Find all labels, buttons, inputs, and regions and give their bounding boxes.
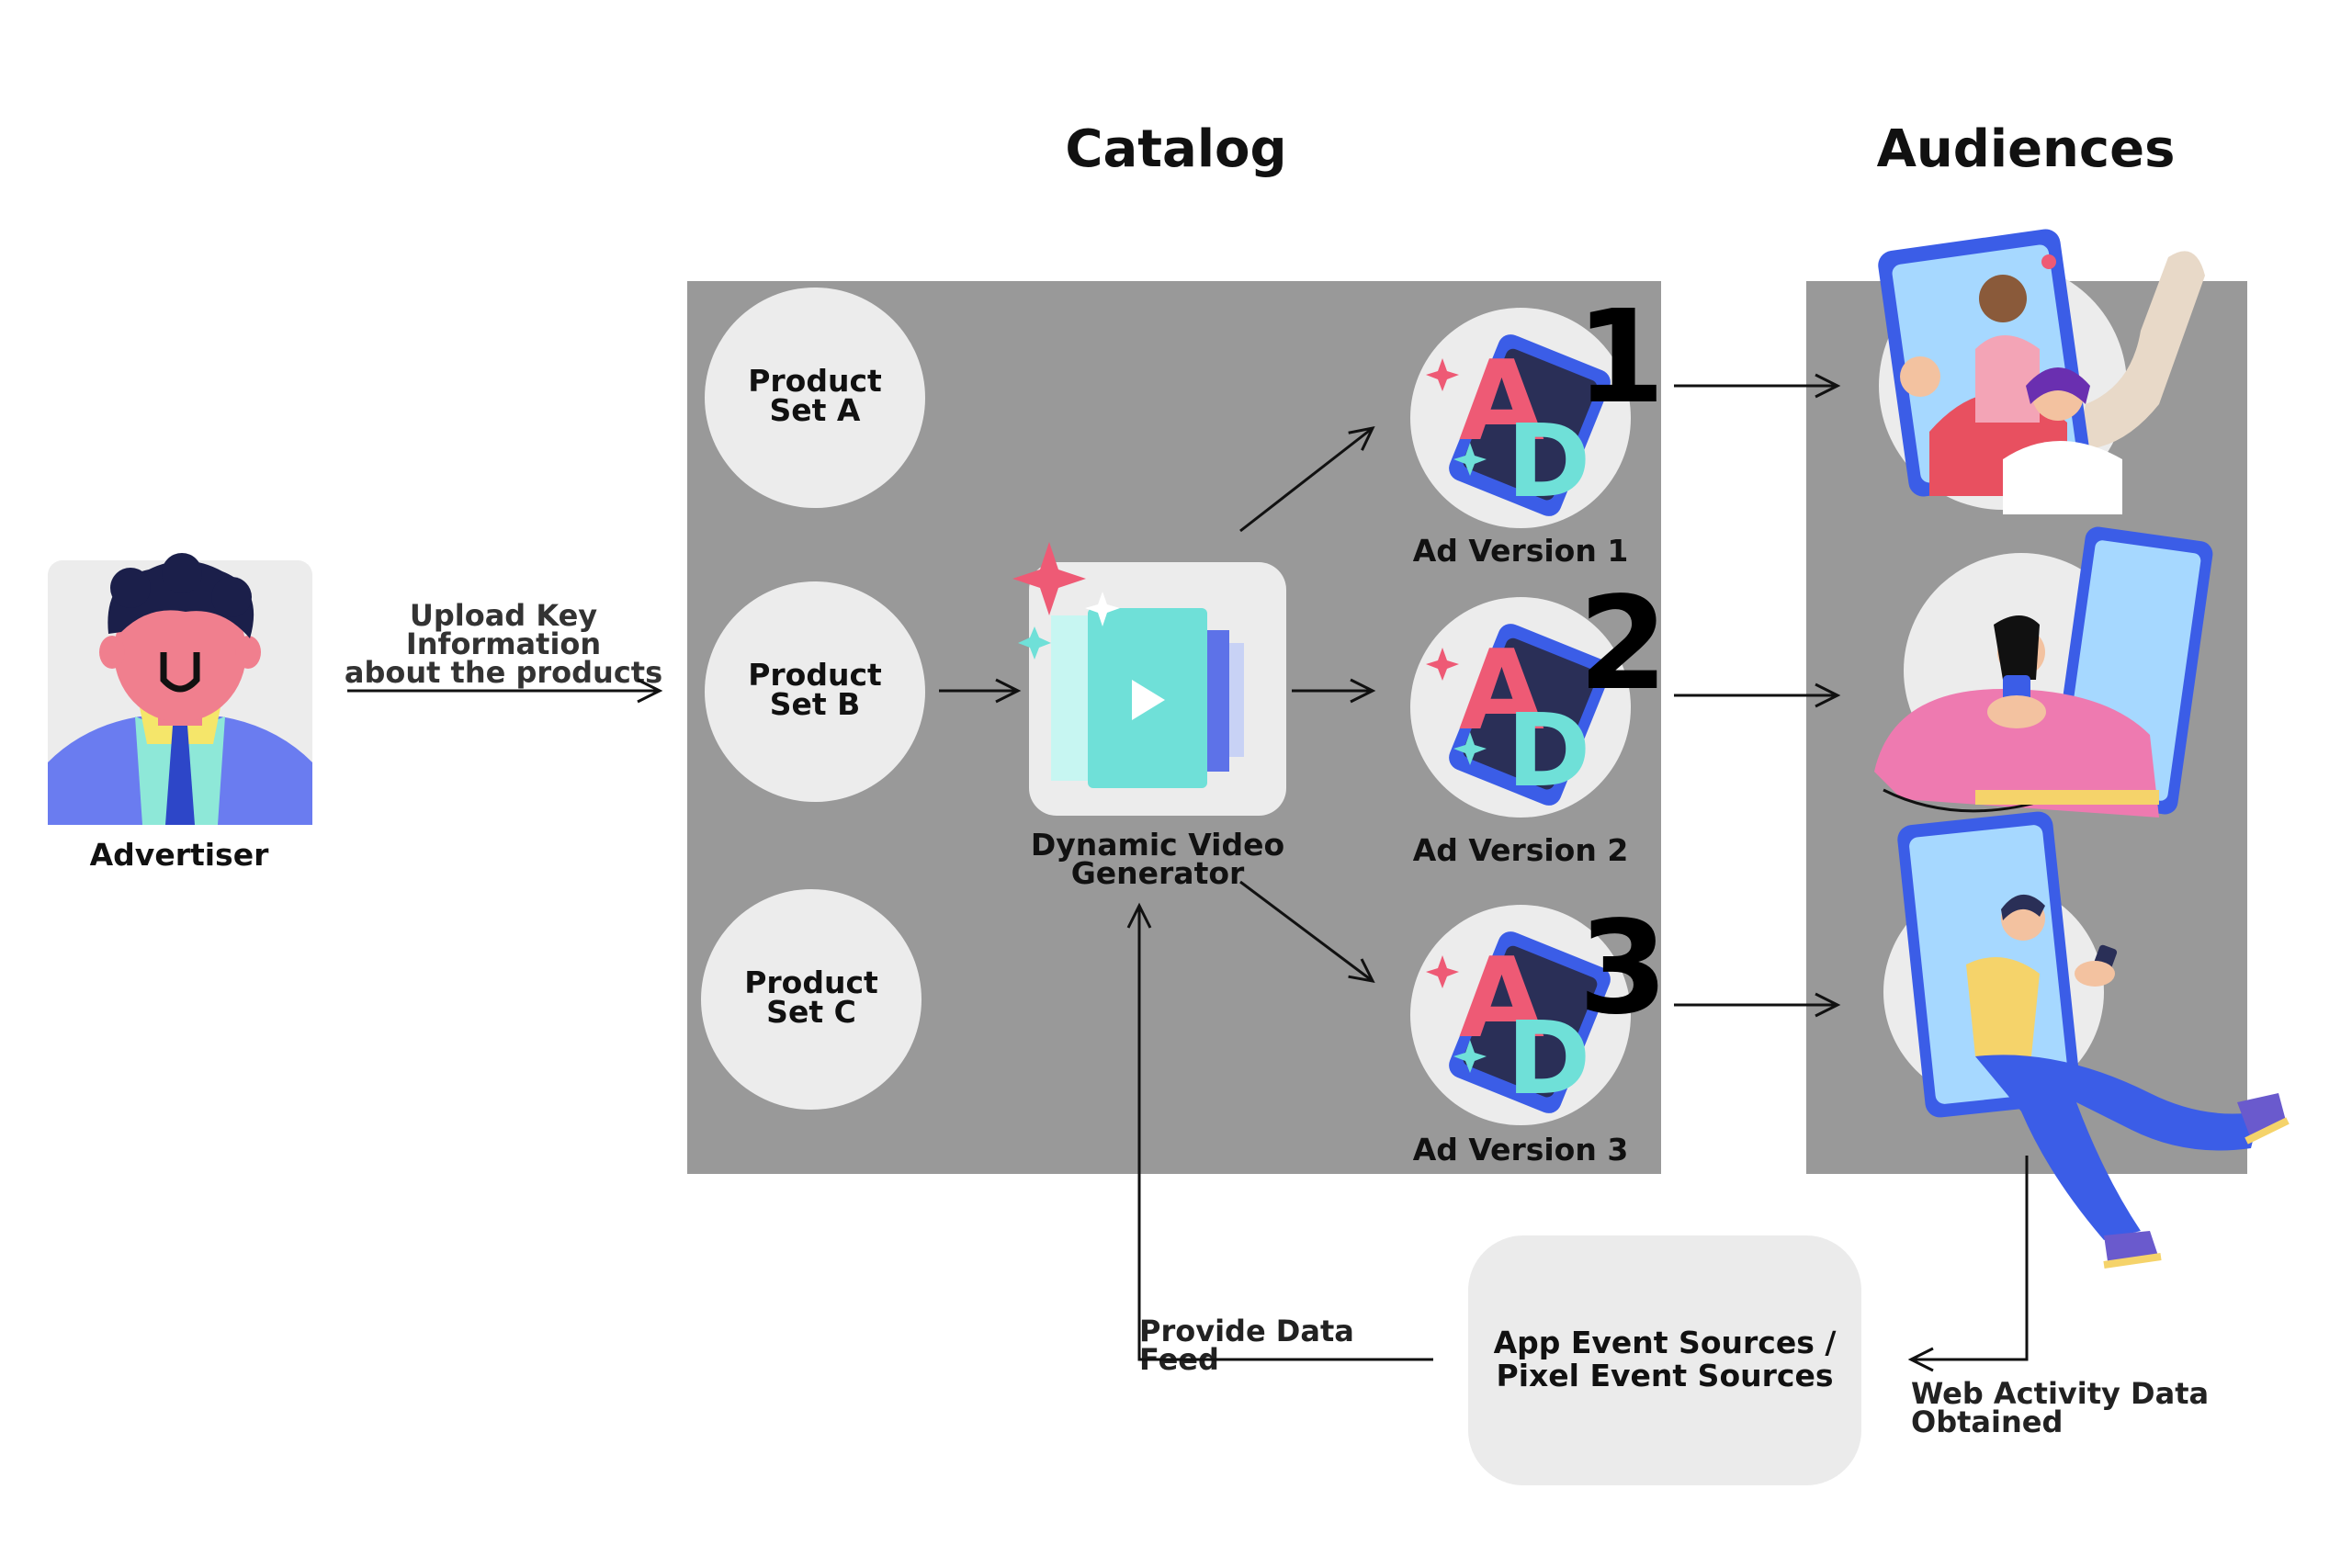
advertiser-label: Advertiser [89,837,269,873]
video-generator-icon [1012,542,1290,818]
svg-text:D: D [1507,692,1590,809]
product-set-a-label: Product Set A [748,363,882,428]
arrow-generator-to-ad3 [1239,880,1375,984]
catalog-heading: Catalog [1065,119,1287,179]
event-sources-box [1468,1235,1861,1485]
web-activity-label: Web Activity Data Obtained [1911,1376,2210,1439]
audience-group-illustration [1865,220,2233,514]
svg-text:D: D [1507,999,1590,1117]
arrow-generator-to-ad1 [1239,425,1375,533]
ad-version-1-number: 1 [1576,283,1666,433]
arrow-web-activity-to-sources [1907,1156,2029,1372]
ad-version-1-label: Ad Version 1 [1412,533,1629,569]
advertiser-avatar [48,553,312,825]
product-set-b-circle [705,581,925,802]
ad-version-2-label: Ad Version 2 [1412,832,1629,868]
ad-version-3-label: Ad Version 3 [1412,1132,1629,1168]
svg-text:D: D [1507,402,1590,520]
svg-text:A: A [1459,935,1544,1063]
ad-version-2-icon: A D [1406,592,1635,822]
audience-seated-user-illustration [1874,808,2290,1286]
product-set-c-circle [701,889,922,1110]
audience-phone-user-illustration [1865,524,2214,836]
product-set-b-label: Product Set B [748,657,882,722]
arrow-data-feed-to-generator [1126,902,1433,1361]
ad-version-3-number: 3 [1578,894,1668,1043]
product-set-c-label: Product Set C [744,964,878,1030]
audiences-heading: Audiences [1876,119,2176,179]
event-sources-label: App Event Sources / Pixel Event Sources [1493,1325,1837,1393]
svg-text:A: A [1459,627,1544,755]
ad-version-1-icon: A D [1406,303,1635,533]
ad-version-2-number: 2 [1578,570,1668,719]
video-generator-label: Dynamic Video Generator [1030,827,1285,891]
svg-text:A: A [1459,338,1544,466]
product-set-a-circle [705,288,925,508]
ad-version-3-icon: A D [1406,900,1635,1130]
